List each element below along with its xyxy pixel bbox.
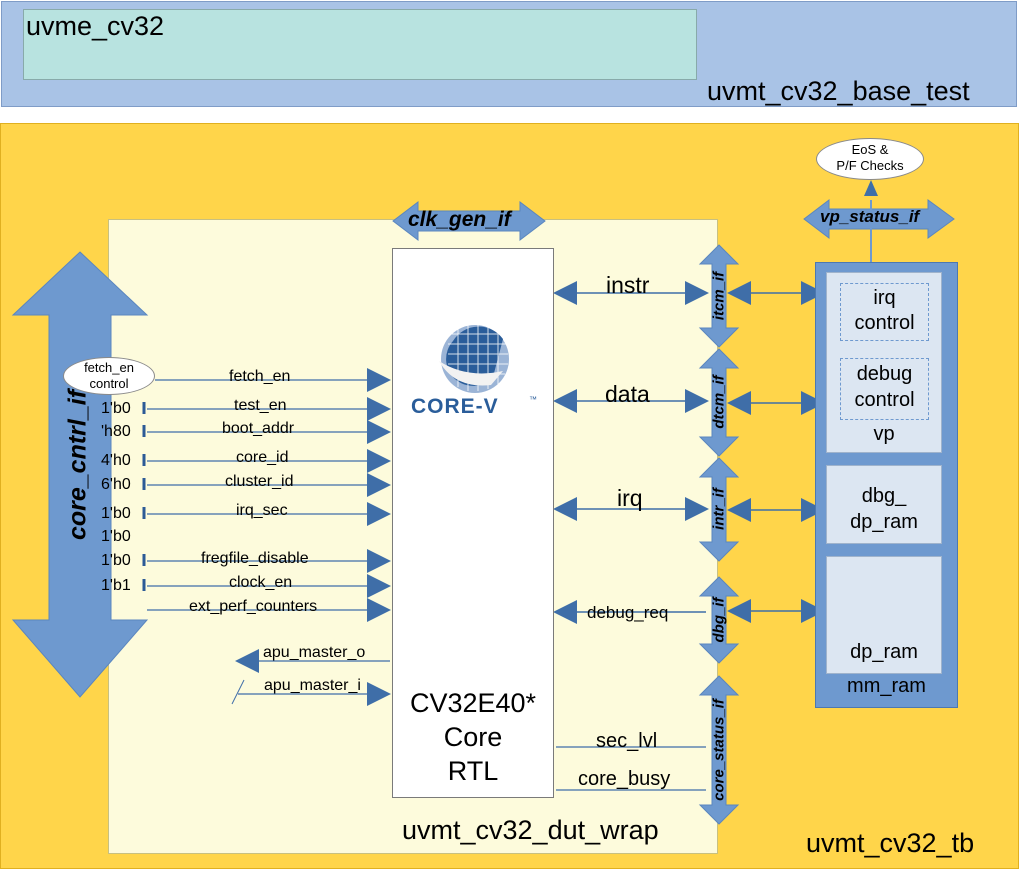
intr-if-arrow — [698, 457, 740, 562]
signal-name: ext_perf_counters — [189, 598, 318, 615]
fetch-en-control-line2: control — [89, 376, 129, 391]
clk-gen-if-arrow — [392, 200, 546, 242]
signal-name: clock_en — [229, 574, 293, 591]
vp-status-if-label: vp_status_if — [820, 207, 920, 226]
dbg-dp-ram-line2: dp_ram — [850, 511, 918, 533]
vp-status-if-arrow — [803, 198, 955, 240]
dbg-dp-ram-line1: dbg_ — [861, 485, 907, 507]
itcm-if-arrow — [698, 244, 740, 348]
irq-control-line2: control — [854, 312, 915, 334]
core-v-logo-icon — [439, 325, 509, 393]
apu-master-i-label: apu_master_i — [264, 677, 361, 694]
uvmt-cv32-tb-label: uvmt_cv32_tb — [806, 828, 975, 858]
mm-ram-label: mm_ram — [847, 675, 926, 697]
uvmt-cv32-base-test-label: uvmt_cv32_base_test — [707, 76, 970, 106]
dbg-if-label: dbg_if — [710, 597, 728, 643]
signal-name: core_id — [236, 449, 289, 466]
cv32e40-core-box: CORE-V ™ CV32E40* Core RTL — [392, 248, 554, 798]
signal-value: 6'h0 — [101, 476, 131, 493]
core-status-if-arrow — [698, 675, 740, 825]
core-name-line3: RTL — [447, 756, 499, 786]
signal-name: test_en — [234, 397, 287, 414]
intr-if-label: intr_if — [710, 488, 728, 530]
eos-checks-ellipse: EoS & P/F Checks — [816, 138, 924, 180]
signal-name: cluster_id — [225, 473, 294, 490]
core-cntrl-if-label: core_cntrl_if — [63, 389, 92, 541]
debug-control-line1: debug — [856, 363, 913, 385]
signal-name: irq_sec — [236, 502, 288, 519]
signal-value: 1'b0 — [101, 505, 131, 522]
clk-gen-if-label: clk_gen_if — [408, 208, 511, 231]
signal-value: 1'b0 — [101, 528, 131, 545]
dbg-if-arrow — [698, 576, 740, 664]
core-status-if-label: core_status_if — [710, 699, 728, 801]
core-busy-label: core_busy — [578, 768, 671, 790]
core-cntrl-if-arrow — [11, 251, 149, 698]
irq-control-line1: irq — [873, 287, 896, 309]
debug-control-line2: control — [854, 389, 915, 411]
fetch-en-control-ellipse: fetch_en control — [63, 357, 155, 395]
eos-checks-line2: P/F Checks — [836, 158, 904, 173]
uvme-cv32-box: uvme_cv32 — [23, 9, 697, 80]
dtcm-if-label: dtcm_if — [710, 375, 728, 429]
uvme-cv32-label: uvme_cv32 — [26, 11, 165, 41]
apu-master-o-label: apu_master_o — [263, 644, 366, 661]
irq-label: irq — [617, 485, 643, 511]
signal-value: 1'b1 — [101, 577, 131, 594]
eos-checks-line1: EoS & — [851, 142, 889, 157]
dtcm-if-arrow — [698, 348, 740, 457]
signal-value: 1'b0 — [101, 400, 131, 417]
mm-ram-box: irq control debug control vp dbg_ dp_ram… — [815, 262, 958, 708]
signal-name: fetch_en — [229, 368, 291, 385]
signal-name: fregfile_disable — [201, 550, 309, 567]
core-v-logo-text: CORE-V — [411, 395, 499, 418]
signal-value: 4'h0 — [101, 452, 131, 469]
debug-control-box: debug control — [840, 358, 929, 420]
vp-label: vp — [873, 423, 895, 445]
dbg-dp-ram-box: dbg_ dp_ram — [826, 465, 942, 544]
uvmt-cv32-dut-wrap-label: uvmt_cv32_dut_wrap — [402, 815, 659, 845]
core-v-logo-tm: ™ — [529, 395, 537, 404]
dp-ram-label: dp_ram — [850, 641, 918, 663]
irq-control-box: irq control — [840, 283, 929, 341]
itcm-if-label: itcm_if — [710, 271, 728, 321]
dp-ram-box: dp_ram — [826, 556, 942, 674]
core-name-line2: Core — [443, 722, 503, 752]
signal-name: boot_addr — [222, 420, 295, 437]
instr-label: instr — [606, 272, 650, 298]
data-label: data — [605, 381, 650, 407]
sec-lvl-label: sec_lvl — [596, 730, 658, 752]
fetch-en-control-line1: fetch_en — [84, 360, 134, 375]
debug-req-label: debug_req — [587, 603, 669, 622]
signal-value: 1'b0 — [101, 552, 131, 569]
signal-value: 'h80 — [101, 423, 131, 440]
vp-box: irq control debug control vp — [826, 272, 942, 453]
core-name-line1: CV32E40* — [409, 688, 537, 718]
